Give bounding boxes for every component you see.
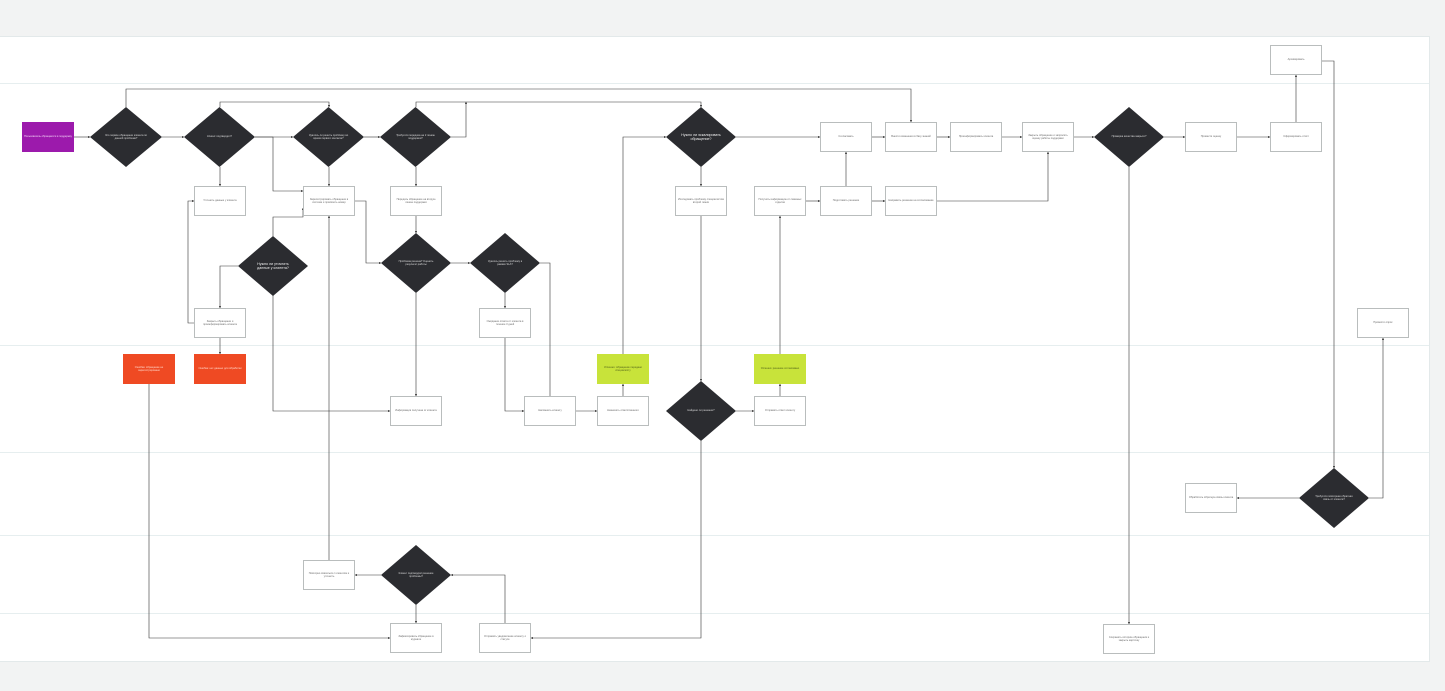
process-info-received: Информация получена от клиента bbox=[390, 396, 442, 426]
process-remind: Напомнить клиенту bbox=[524, 396, 576, 426]
connector bbox=[255, 136, 304, 193]
process-inform-client: Проинформировать клиента bbox=[950, 122, 1002, 152]
process-clarify-client: Уточнить данные у клиента bbox=[194, 186, 246, 216]
process-approve: Согласовать bbox=[820, 122, 872, 152]
diagram-board: Пользователь обращается в поддержку Это … bbox=[0, 36, 1430, 662]
process-archive: Архивировать bbox=[1270, 45, 1322, 75]
process-log: Зафиксировать обращение в журнале bbox=[390, 623, 442, 653]
decision-client-confirmed: Клиент подтвердил? bbox=[184, 107, 255, 167]
connector bbox=[1322, 60, 1336, 469]
connector bbox=[530, 441, 702, 640]
process-wait: Ожидание ответа от клиента в течение 3 д… bbox=[479, 308, 531, 338]
connector bbox=[937, 151, 1050, 202]
process-save-history: Сохранить историю обращения и закрыть ка… bbox=[1103, 624, 1155, 654]
process-register: Зарегистрировать обращение в системе и п… bbox=[303, 186, 355, 216]
lane-divider bbox=[0, 535, 1429, 536]
lane-divider bbox=[0, 345, 1429, 346]
decision-repeat-feedback: Требуется повторная обратная связь от кл… bbox=[1299, 468, 1369, 528]
error-no-data: Ошибка: нет данных для обработки bbox=[194, 354, 246, 384]
connector bbox=[125, 88, 913, 123]
process-knowledge-base: Внести изменения в базу знаний bbox=[885, 122, 937, 152]
process-evaluate: Провести оценку bbox=[1185, 122, 1237, 152]
connector bbox=[622, 135, 667, 354]
process-answer: Отправить ответ клиенту bbox=[754, 396, 806, 426]
connector bbox=[451, 101, 468, 138]
process-notify-status: Отправить уведомление клиенту о статусе bbox=[479, 623, 531, 653]
connector bbox=[450, 573, 506, 623]
decision-solved-first-contact: Удалось ли решить проблему во время перв… bbox=[293, 107, 364, 167]
process-repeat-contact: Повторно связаться с клиентом и уточнить bbox=[303, 560, 355, 590]
error-not-registered: Ошибка: обращение не зарегистрировано bbox=[123, 354, 175, 384]
connector bbox=[272, 295, 391, 413]
success-approved: Успешно: решение согласовано bbox=[754, 354, 806, 384]
connector bbox=[415, 101, 703, 108]
decision-solution-found: Найдено ли решение? bbox=[666, 381, 736, 441]
process-assign: Назначить ответственного bbox=[597, 396, 649, 426]
decision-problem-solved: Проблема решена? Оценить результат работ… bbox=[381, 233, 451, 293]
lane-divider bbox=[0, 613, 1429, 614]
connector bbox=[148, 384, 391, 640]
decision-within-sla: Удалось решить проблему в рамках SLA? bbox=[470, 233, 540, 293]
lane-divider bbox=[0, 83, 1429, 84]
success-transferred: Успешно: обращение передано специалисту bbox=[597, 354, 649, 384]
connector bbox=[355, 200, 382, 265]
connector bbox=[1369, 337, 1385, 499]
connector bbox=[219, 101, 331, 108]
process-related-departments: Получить информацию от смежных отделов bbox=[754, 186, 806, 216]
process-report: Сформировать отчёт bbox=[1270, 122, 1322, 152]
process-feedback: Обработать обратную связь клиента bbox=[1185, 483, 1237, 513]
connector bbox=[272, 207, 305, 236]
process-survey: Провести опрос bbox=[1357, 308, 1409, 338]
decision-quality-check: Проверка качества закрыто? bbox=[1094, 107, 1164, 167]
connector bbox=[504, 338, 525, 413]
start-node: Пользователь обращается в поддержку bbox=[22, 122, 74, 152]
decision-client-confirmed-solution: Клиент подтвердил решение проблемы? bbox=[381, 545, 451, 605]
decision-escalate: Нужно ли эскалировать обращение? bbox=[666, 107, 736, 167]
process-send-approval: Направить решение на согласование bbox=[885, 186, 937, 216]
connector bbox=[187, 199, 195, 324]
lane-divider bbox=[0, 452, 1429, 453]
process-close-rate: Закрыть обращение и запросить оценку раб… bbox=[1022, 122, 1074, 152]
decision-clarify-data: Нужно ли уточнить данные у клиента? bbox=[238, 236, 308, 296]
connector bbox=[540, 262, 577, 413]
decision-first-contact: Это первое обращение клиента по данной п… bbox=[90, 107, 162, 167]
decision-second-line: Требуется передача на 2 линию поддержки? bbox=[380, 107, 451, 167]
process-investigate: Исследовать проблему специалистом второй… bbox=[675, 186, 727, 216]
connector bbox=[218, 265, 238, 309]
process-prepare-solution: Подготовить решение bbox=[820, 186, 872, 216]
process-close-left: Закрыть обращение и проинформировать кли… bbox=[194, 308, 246, 338]
process-second-line: Передать обращение на вторую линию подде… bbox=[390, 186, 442, 216]
